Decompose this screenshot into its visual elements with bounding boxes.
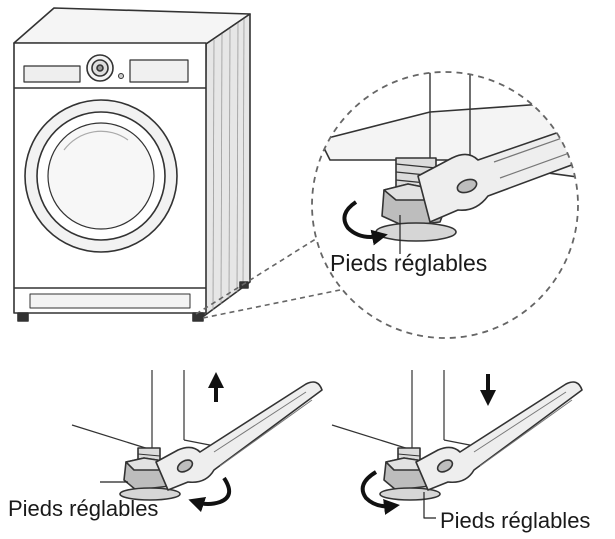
detergent-drawer bbox=[23, 65, 81, 83]
side-shading bbox=[212, 18, 245, 311]
button-dot bbox=[118, 73, 124, 79]
lower-label-adjustable-feet: Pieds réglables bbox=[440, 508, 591, 533]
wrench-raise bbox=[155, 381, 323, 491]
raise-view bbox=[71, 370, 323, 513]
foot-front-left bbox=[17, 312, 29, 322]
curved-arrow-icon bbox=[360, 470, 400, 515]
lower-view bbox=[331, 370, 583, 519]
wrench-lower bbox=[415, 381, 583, 491]
washing-machine bbox=[13, 7, 251, 322]
program-knob bbox=[86, 54, 114, 82]
raise-label-adjustable-feet: Pieds réglables bbox=[8, 496, 159, 521]
foot-back-right bbox=[239, 281, 249, 289]
zoom-circle bbox=[311, 71, 579, 339]
curved-arrow-icon bbox=[188, 476, 232, 513]
service-panel bbox=[29, 293, 191, 309]
display-panel bbox=[129, 59, 189, 83]
curved-arrow-icon bbox=[342, 200, 388, 246]
door bbox=[24, 99, 178, 253]
foot-front-right bbox=[192, 312, 204, 322]
callout-label-adjustable-feet: Pieds réglables bbox=[330, 250, 488, 276]
